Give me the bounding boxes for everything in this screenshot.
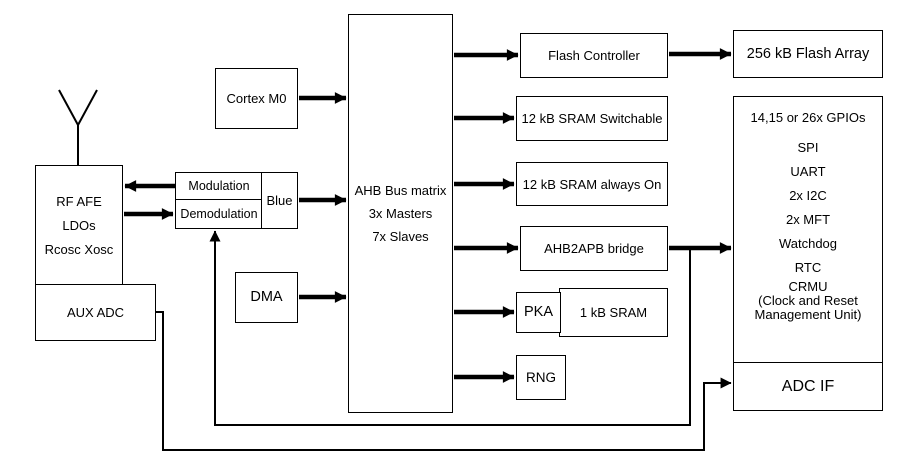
sram-always-on-label: 12 kB SRAM always On <box>522 176 662 192</box>
flash-controller-label: Flash Controller <box>548 48 640 63</box>
peripheral-item: 14,15 or 26x GPIOs <box>750 110 866 125</box>
ahb-matrix-line: 3x Masters <box>368 206 433 221</box>
demodulation-label: Demodulation <box>180 206 258 221</box>
cortex-m0-box: Cortex M0 <box>215 68 298 129</box>
dma-box: DMA <box>235 272 298 323</box>
pka-label: PKA <box>523 304 553 320</box>
sram-always-on-box: 12 kB SRAM always On <box>516 162 668 206</box>
peripheral-item: CRMU <box>788 279 828 294</box>
ahb-matrix-line: 7x Slaves <box>372 229 429 244</box>
flash-array-box: 256 kB Flash Array <box>733 30 883 78</box>
rf-afe-line: Rcosc Xosc <box>44 241 114 257</box>
peripheral-item: UART <box>790 164 826 179</box>
demodulation-box: Demodulation <box>175 199 263 229</box>
aux-adc-box: AUX ADC <box>35 284 156 341</box>
adc-if-box: ADC IF <box>733 362 883 411</box>
rf-afe-line: LDOs <box>62 217 96 233</box>
rng-label: RNG <box>526 370 556 385</box>
peripheral-item: RTC <box>794 260 822 275</box>
sram-switchable-label: 12 kB SRAM Switchable <box>521 111 663 126</box>
peripheral-item: SPI <box>797 140 819 155</box>
peripherals-box: 14,15 or 26x GPIOs SPI UART 2x I2C 2x MF… <box>733 96 883 364</box>
wire-aux-adc-to-adc-if <box>156 311 732 451</box>
peripheral-item: 2x MFT <box>785 212 831 227</box>
flash-array-label: 256 kB Flash Array <box>746 45 870 62</box>
ahb2apb-bridge-label: AHB2APB bridge <box>544 241 644 256</box>
rf-afe-line: RF AFE <box>56 193 102 209</box>
blue-label: Blue <box>266 193 293 208</box>
sram-1kb-label: 1 kB SRAM <box>579 305 648 320</box>
peripheral-item: Management Unit) <box>754 307 862 322</box>
wire-apb-to-demodulation <box>209 230 691 426</box>
peripheral-item: 2x I2C <box>789 188 827 203</box>
cortex-m0-label: Cortex M0 <box>226 91 287 106</box>
dma-label: DMA <box>250 289 283 305</box>
modulation-label: Modulation <box>188 179 250 193</box>
adc-if-label: ADC IF <box>781 378 835 395</box>
ahb-matrix-line: AHB Bus matrix <box>354 183 447 198</box>
ahb-bus-matrix-box: AHB Bus matrix 3x Masters 7x Slaves <box>348 14 453 413</box>
sram-1kb-box: 1 kB SRAM <box>559 288 668 337</box>
peripheral-item: Watchdog <box>778 236 838 251</box>
sram-switchable-box: 12 kB SRAM Switchable <box>516 96 668 141</box>
pka-box: PKA <box>516 292 561 333</box>
rng-box: RNG <box>516 355 566 400</box>
peripheral-item: (Clock and Reset <box>758 293 858 308</box>
blue-box: Blue <box>261 172 298 229</box>
aux-adc-label: AUX ADC <box>66 305 125 320</box>
modulation-box: Modulation <box>175 172 263 201</box>
flash-controller-box: Flash Controller <box>520 33 668 78</box>
rf-afe-box: RF AFE LDOs Rcosc Xosc <box>35 165 123 286</box>
ahb2apb-bridge-box: AHB2APB bridge <box>520 226 668 271</box>
antenna-icon <box>58 89 98 166</box>
